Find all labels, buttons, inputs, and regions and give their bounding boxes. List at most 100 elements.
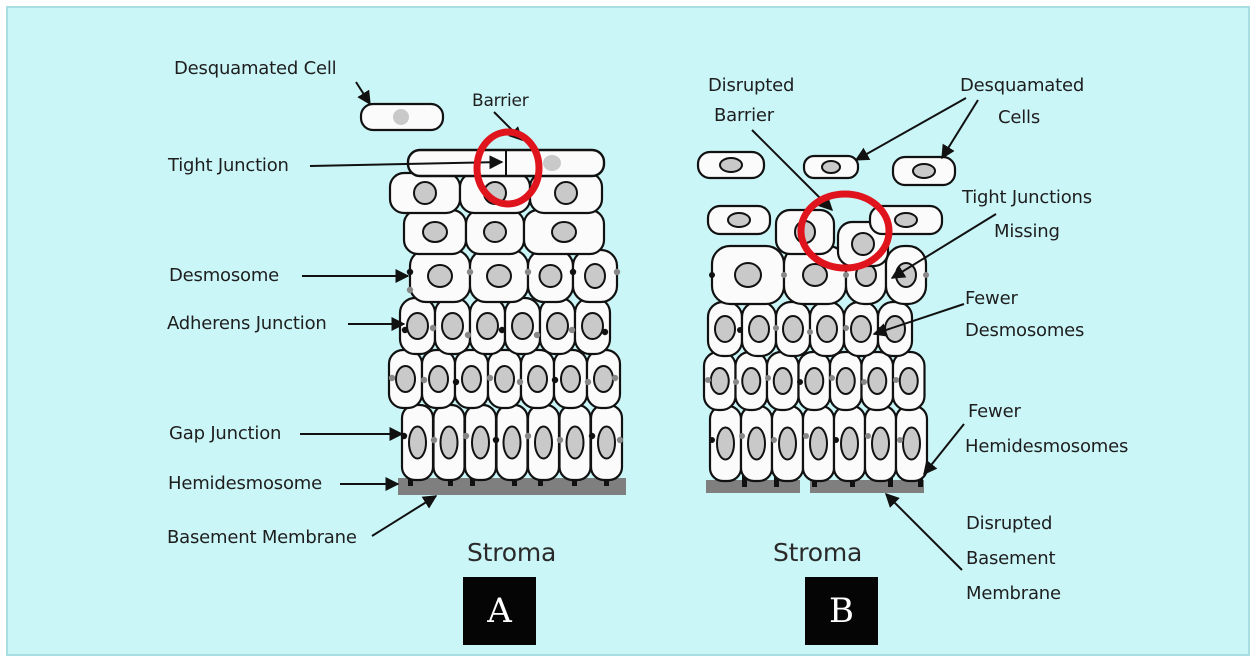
epithelial-cell (810, 302, 844, 356)
label-desquamated-cells-line2: Cells (998, 106, 1040, 130)
epithelial-cell (470, 250, 528, 302)
nucleus (749, 316, 769, 342)
basal-cell (772, 406, 803, 481)
nucleus (720, 158, 742, 172)
nucleus (748, 428, 765, 460)
desquamated-cell (893, 157, 955, 185)
gap-junction (421, 377, 427, 383)
label-desquamated-cell: Desquamated Cell (174, 57, 336, 81)
epithelial-cell (521, 350, 554, 408)
gap-junction (865, 433, 871, 439)
label-gap-junction: Gap Junction (169, 422, 281, 446)
nucleus (711, 368, 729, 394)
gap-junction (534, 332, 540, 338)
gap-junction (467, 269, 473, 275)
label-hemidesmosome: Hemidesmosome (168, 472, 322, 496)
nucleus (805, 368, 823, 394)
nucleus (841, 428, 858, 460)
gap-junction (705, 377, 711, 383)
epithelial-cell (799, 352, 831, 410)
label-barrier: Barrier (472, 90, 529, 113)
nucleus (540, 265, 562, 287)
gap-junction (829, 375, 835, 381)
arrow-disrupted-basement-membrane (886, 494, 962, 570)
nucleus (728, 213, 750, 227)
nucleus (428, 265, 452, 287)
nucleus (851, 316, 871, 342)
nucleus (441, 427, 458, 459)
nucleus (900, 368, 918, 394)
nucleus (817, 316, 837, 342)
gap-junction (781, 272, 787, 278)
nucleus (487, 265, 511, 287)
epithelial-cell (776, 302, 810, 356)
nucleus (484, 222, 506, 242)
desmosome (493, 437, 499, 443)
basal-cell (803, 406, 834, 481)
epithelial-cell (524, 210, 604, 254)
nucleus (872, 428, 889, 460)
label-fewer-desmosomes-line1: Fewer (965, 287, 1018, 311)
desmosome (402, 327, 408, 333)
gap-junction (897, 437, 903, 443)
nucleus (535, 427, 552, 459)
nucleus (396, 366, 415, 392)
basal-cell (434, 405, 465, 480)
basal-cell (710, 406, 741, 481)
nucleus (409, 427, 426, 459)
label-basement-membrane: Basement Membrane (167, 526, 357, 550)
nucleus (715, 316, 735, 342)
nucleus (561, 366, 580, 392)
nucleus (810, 428, 827, 460)
gap-junction (407, 287, 413, 293)
label-disrupted-barrier-line1: Disrupted (708, 74, 794, 98)
nucleus (567, 427, 584, 459)
nucleus (594, 366, 613, 392)
nucleus (742, 368, 760, 394)
epithelial-cell (844, 302, 878, 356)
basal-cell (465, 405, 496, 480)
stroma-label-a: Stroma (467, 536, 556, 570)
gap-junction (843, 272, 849, 278)
desmosome (453, 379, 459, 385)
basal-cell (591, 405, 622, 480)
gap-junction (569, 327, 575, 333)
gap-junction (525, 433, 531, 439)
gap-junction (807, 329, 813, 335)
gap-junction (525, 269, 531, 275)
nucleus (528, 366, 547, 392)
nucleus (896, 263, 916, 287)
desmosome (552, 377, 558, 383)
basal-cell (834, 406, 865, 481)
nucleus (903, 428, 920, 460)
epithelial-cell (573, 250, 617, 302)
epithelial-cell (410, 250, 470, 302)
nucleus (598, 427, 615, 459)
nucleus (585, 264, 605, 288)
epithelial-cell (736, 352, 768, 410)
desquamated-cell (804, 156, 858, 178)
gap-junction (739, 433, 745, 439)
gap-junction (861, 379, 867, 385)
nucleus (495, 366, 514, 392)
desmosome (797, 379, 803, 385)
basal-cell (896, 406, 927, 481)
label-disrupted-basement-membrane-line2: Basement (966, 547, 1055, 571)
gap-junction (585, 379, 591, 385)
label-desquamated-cells-line1: Desquamated (960, 74, 1084, 98)
basal-cell (402, 405, 433, 480)
nucleus (543, 155, 561, 171)
epithelial-cell (460, 173, 530, 213)
desmosome (709, 272, 715, 278)
label-fewer-desmosomes-line2: Desmosomes (965, 319, 1084, 343)
stroma-label-b: Stroma (773, 536, 862, 570)
label-tight-junction: Tight Junction (168, 154, 289, 178)
label-fewer-hemidesmosomes-line2: Hemidesmosomes (965, 435, 1128, 459)
gap-junction (430, 325, 436, 331)
gap-junction (617, 437, 623, 443)
epithelial-cell (742, 302, 776, 356)
nucleus (423, 222, 447, 242)
nucleus (552, 222, 576, 242)
epithelial-cell (878, 302, 912, 356)
desquamated-cell (698, 152, 764, 178)
